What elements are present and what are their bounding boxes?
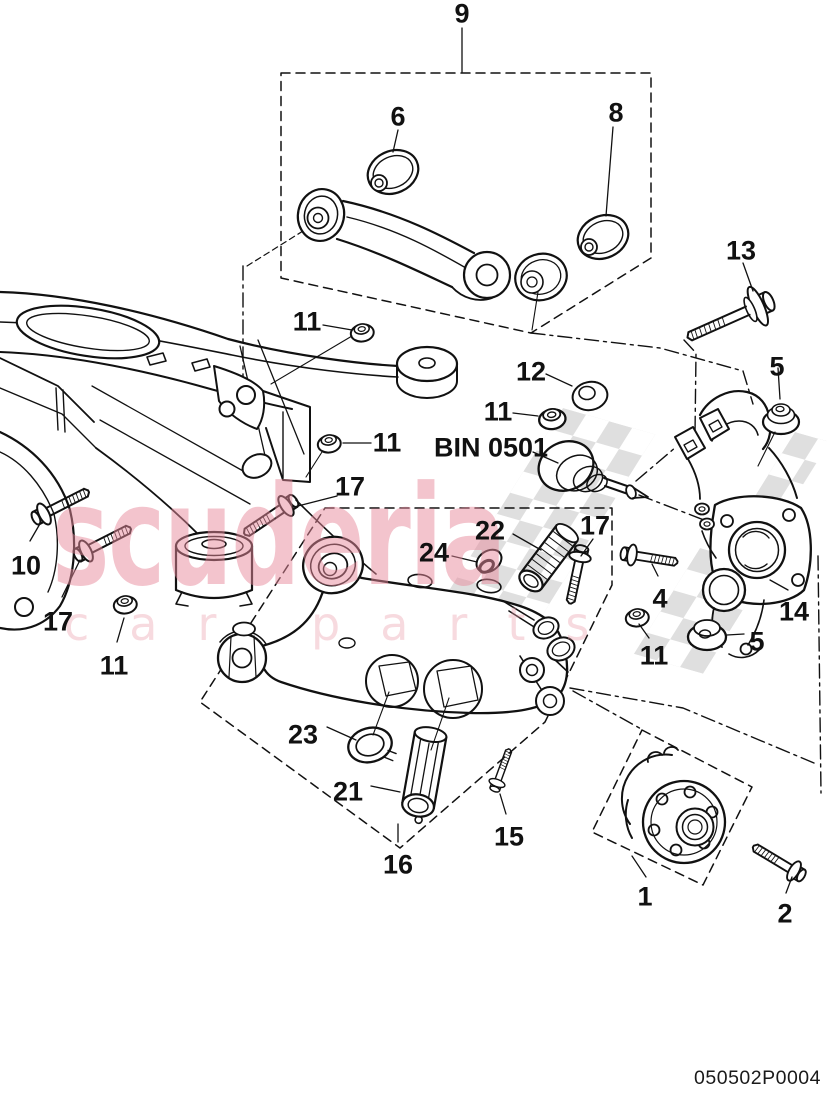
- part-callout: 22: [474, 515, 506, 546]
- rear-subframe-drawing: [0, 290, 459, 631]
- camber-bolt-13-drawing: [686, 285, 776, 342]
- drawing-code: 050502P0004: [694, 1067, 821, 1089]
- part-callout: 16: [382, 849, 414, 880]
- ring-23-drawing: [347, 726, 397, 764]
- part-callout: 24: [418, 537, 450, 568]
- fasteners: [26, 285, 811, 888]
- part-callout: 2: [777, 898, 793, 929]
- part-callout: 11: [372, 427, 402, 458]
- buffer-5-lower-drawing: [686, 619, 728, 652]
- part-callout: 10: [10, 550, 42, 581]
- upper-control-arm-drawing: [296, 148, 630, 302]
- group-boxes-and-alignment-lines: [199, 72, 822, 886]
- watermark-tagline-text: car parts: [64, 597, 629, 651]
- part-callout: 11: [639, 640, 669, 671]
- part-callout: 6: [390, 101, 406, 132]
- part-callout: 17: [334, 471, 366, 502]
- part-callout: 4: [652, 583, 668, 614]
- washer-12-drawing: [571, 380, 609, 412]
- part-callout: 9: [454, 0, 470, 29]
- part-callout: 17: [42, 606, 74, 637]
- buffer-5-upper-drawing: [761, 403, 801, 436]
- cap-24-drawing: [475, 548, 503, 574]
- lower-control-arm-drawing: [216, 535, 576, 719]
- part-callout: 23: [287, 719, 319, 750]
- sleeve-21-drawing: [401, 726, 448, 825]
- part-callout: 11: [99, 650, 129, 681]
- part-callout: 1: [637, 881, 653, 912]
- part-callout: 11: [483, 396, 513, 427]
- subframe-bushing-drawing: [174, 530, 254, 607]
- part-callout: 12: [515, 356, 547, 387]
- wheel-hub-drawing: [620, 746, 727, 865]
- part-callout: 21: [332, 776, 364, 807]
- part-callout: 14: [778, 596, 810, 627]
- part-callout: 11: [292, 306, 322, 337]
- bushing-22-drawing: [518, 522, 579, 593]
- callout-leader-lines: [29, 27, 793, 894]
- part-callout: 17: [579, 510, 611, 541]
- bushing-8-drawing: [576, 213, 630, 261]
- part-callout: 5: [769, 351, 785, 382]
- part-callout-bin: BIN 0501: [433, 432, 549, 463]
- ball-joint-drawing: [537, 440, 649, 500]
- part-callout: 15: [493, 821, 525, 852]
- watermark: scuderia car parts: [52, 457, 629, 651]
- wheel-carrier-drawing: [674, 390, 812, 659]
- part-callout: 8: [608, 97, 624, 128]
- watermark-brand-text: scuderia: [52, 457, 505, 618]
- part-callout: 5: [749, 626, 765, 657]
- part-callout: 13: [725, 235, 757, 266]
